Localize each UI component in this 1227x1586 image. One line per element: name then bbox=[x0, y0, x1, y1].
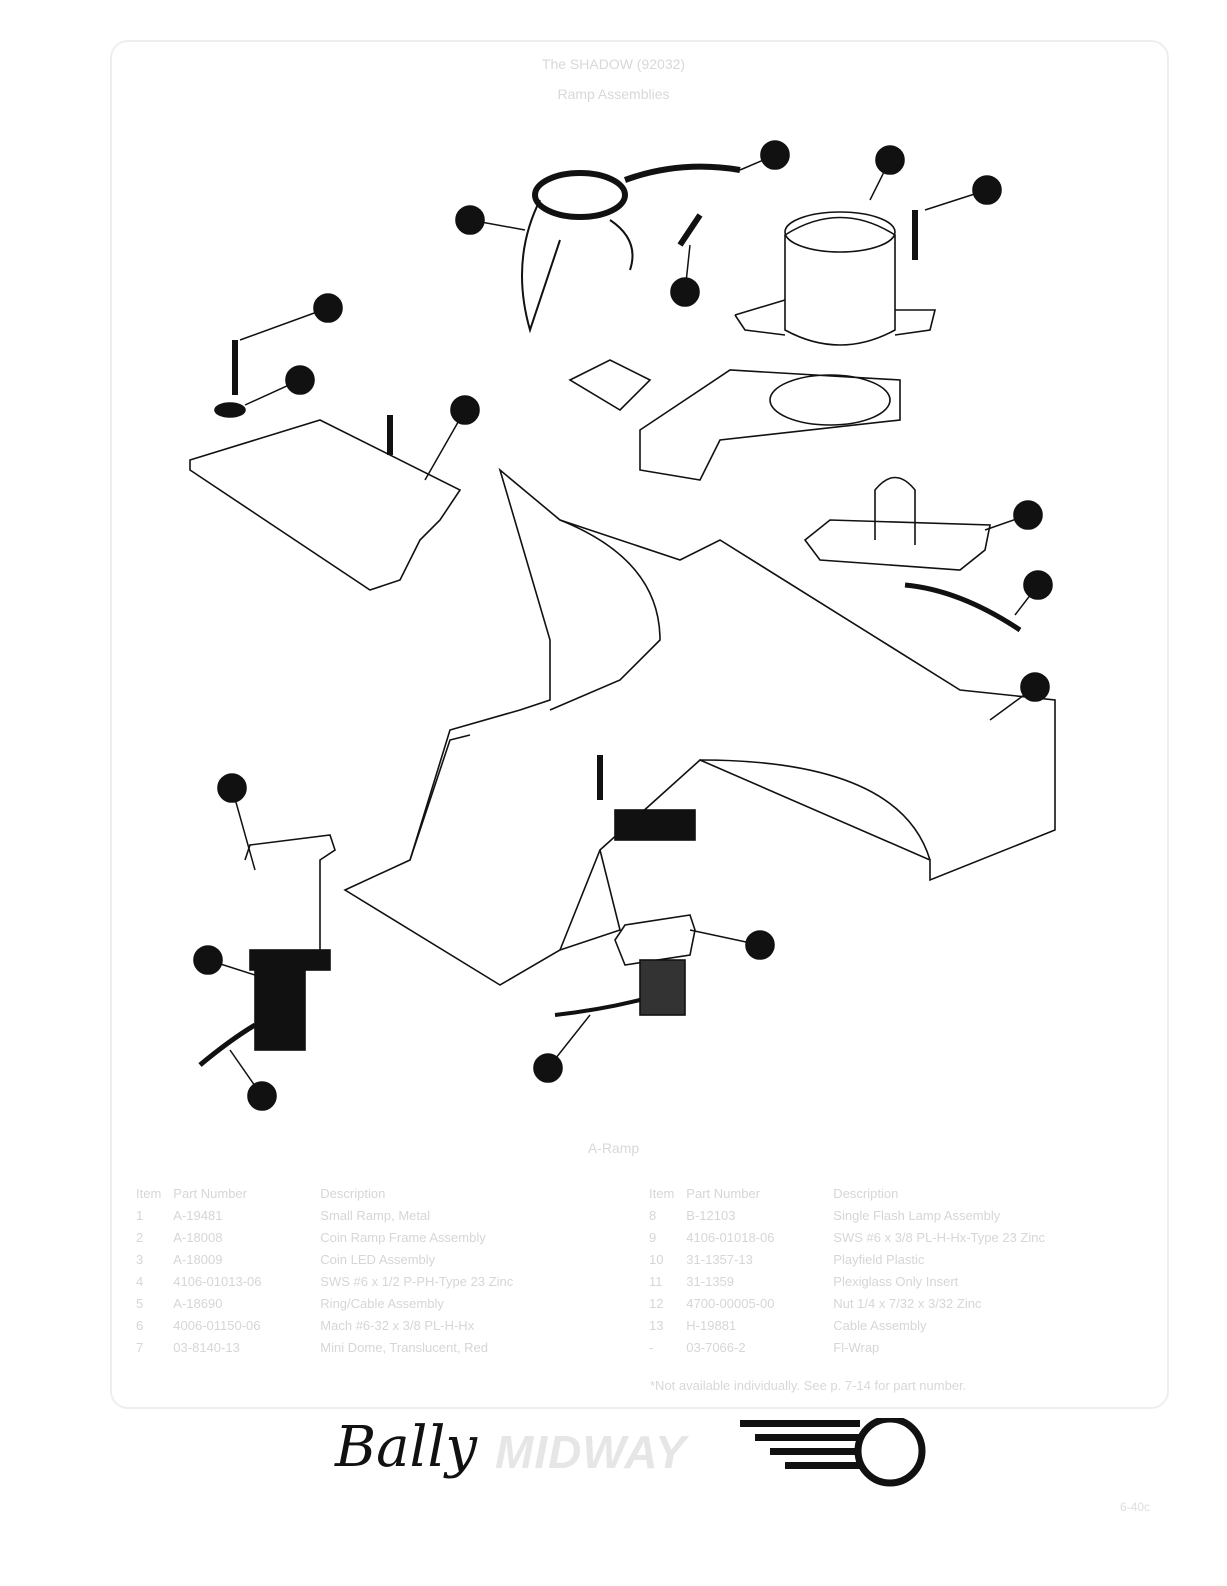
midway-wing-logo-icon bbox=[740, 1418, 926, 1487]
callout-marker bbox=[533, 1053, 563, 1083]
table-row: 9 4106-01018-06 SWS #6 x 3/8 PL-H-Hx-Type … bbox=[643, 1226, 1051, 1248]
table-row: 2 A-18008 Coin Ramp Frame Assembly bbox=[130, 1226, 519, 1248]
page-frame bbox=[110, 40, 1169, 1409]
item: 9 bbox=[649, 1229, 657, 1245]
col-description: Description bbox=[320, 1185, 386, 1201]
table-row: 11 31-1359 Plexiglass Only Insert bbox=[643, 1270, 1051, 1292]
description: Small Ramp, Metal bbox=[320, 1207, 431, 1223]
callout-marker bbox=[745, 930, 775, 960]
ring-cable-assembly bbox=[521, 163, 741, 334]
description: SWS #6 x 1/2 P-PH-Type 23 Zinc bbox=[320, 1273, 514, 1289]
table-row: 3 A-18009 Coin LED Assembly bbox=[130, 1248, 519, 1270]
part-number: 31-1359 bbox=[686, 1273, 735, 1289]
table-row: 4 4106-01013-06 SWS #6 x 1/2 P-PH-Type 23 … bbox=[130, 1270, 519, 1292]
page-subtitle: Ramp Assemblies bbox=[557, 86, 670, 102]
item: 10 bbox=[649, 1251, 664, 1267]
description: Mach #6-32 x 3/8 PL-H-Hx bbox=[320, 1317, 475, 1333]
callout-marker bbox=[1013, 500, 1043, 530]
table-row: 12 4700-00005-00 Nut 1/4 x 7/32 x 3/32 Zin… bbox=[643, 1292, 1051, 1314]
callout-marker bbox=[285, 365, 315, 395]
callout-marker bbox=[875, 145, 905, 175]
table-row: 7 03-8140-13 Mini Dome, Translucent, Red bbox=[130, 1336, 519, 1358]
part-number: 4106-01018-06 bbox=[686, 1229, 775, 1245]
description: Nut 1/4 x 7/32 x 3/32 Zinc bbox=[833, 1295, 982, 1311]
col-part-number: Part Number bbox=[686, 1185, 760, 1201]
switch-left bbox=[198, 834, 336, 1067]
callout-marker bbox=[972, 175, 1002, 205]
description: Mini Dome, Translucent, Red bbox=[320, 1339, 488, 1355]
table-row: 8 B-12103 Single Flash Lamp Assembly bbox=[643, 1204, 1051, 1226]
page-number: 6-40c bbox=[1120, 1500, 1151, 1514]
ramp-body bbox=[343, 359, 1056, 986]
callout-marker bbox=[217, 773, 247, 803]
part-number: A-19481 bbox=[173, 1207, 223, 1223]
callout-marker bbox=[670, 277, 700, 307]
item: - bbox=[649, 1339, 654, 1355]
parts-table-left: Item Part Number Description 1 A-19481 Sma… bbox=[130, 1182, 519, 1358]
item: 4 bbox=[136, 1273, 144, 1289]
description: Single Flash Lamp Assembly bbox=[833, 1207, 1001, 1223]
col-item: Item bbox=[649, 1185, 675, 1201]
callout-marker bbox=[760, 140, 790, 170]
description: Coin Ramp Frame Assembly bbox=[320, 1229, 486, 1245]
item: 12 bbox=[649, 1295, 664, 1311]
footnote: *Not available individually. See p. 7-14… bbox=[650, 1378, 967, 1393]
callout-markers bbox=[193, 140, 1053, 1111]
dome-assembly bbox=[734, 211, 937, 346]
part-number: 03-7066-2 bbox=[686, 1339, 746, 1355]
item: 13 bbox=[649, 1317, 664, 1333]
figure-caption: A-Ramp bbox=[587, 1140, 640, 1156]
part-number: 4006-01150-06 bbox=[173, 1317, 261, 1333]
description: Cable Assembly bbox=[833, 1317, 927, 1333]
part-number: 03-8140-13 bbox=[173, 1339, 240, 1355]
item: 3 bbox=[136, 1251, 144, 1267]
item: 7 bbox=[136, 1339, 144, 1355]
part-number: A-18008 bbox=[173, 1229, 223, 1245]
item: 8 bbox=[649, 1207, 657, 1223]
bally-logo: Bally bbox=[335, 1415, 477, 1480]
description: Fl-Wrap bbox=[833, 1339, 880, 1355]
description: Plexiglass Only Insert bbox=[833, 1273, 959, 1289]
coin-ramp-plate bbox=[189, 419, 462, 591]
part-number: A-18009 bbox=[173, 1251, 223, 1267]
callout-marker bbox=[455, 205, 485, 235]
page-title: The SHADOW (92032) bbox=[541, 56, 686, 72]
exploded-ramp-diagram bbox=[189, 140, 1056, 1111]
description: SWS #6 x 3/8 PL-H-Hx-Type 23 Zinc bbox=[833, 1229, 1045, 1245]
callout-marker bbox=[450, 395, 480, 425]
part-number: 31-1357-13 bbox=[686, 1251, 753, 1267]
item: 2 bbox=[136, 1229, 144, 1245]
table-row: 1 A-19481 Small Ramp, Metal bbox=[130, 1204, 519, 1226]
part-number: B-12103 bbox=[686, 1207, 736, 1223]
table-row: 6 4006-01150-06 Mach #6-32 x 3/8 PL-H-Hx bbox=[130, 1314, 519, 1336]
item: 11 bbox=[649, 1273, 663, 1289]
callout-marker bbox=[193, 945, 223, 975]
col-part-number: Part Number bbox=[173, 1185, 247, 1201]
table-row: 13 H-19881 Cable Assembly bbox=[643, 1314, 1051, 1336]
callout-marker bbox=[313, 293, 343, 323]
part-number: 4700-00005-00 bbox=[686, 1295, 775, 1311]
parts-table-right: Item Part Number Description 8 B-12103 Sin… bbox=[643, 1182, 1051, 1358]
callout-leader bbox=[239, 307, 329, 341]
callout-marker bbox=[1023, 570, 1053, 600]
col-item: Item bbox=[136, 1185, 162, 1201]
table-row: 10 31-1357-13 Playfield Plastic bbox=[643, 1248, 1051, 1270]
flash-lamp-assembly bbox=[803, 476, 1022, 633]
item: 5 bbox=[136, 1295, 144, 1311]
table-row: 5 A-18690 Ring/Cable Assembly bbox=[130, 1292, 519, 1314]
callout-marker bbox=[1020, 672, 1050, 702]
part-number: A-18690 bbox=[173, 1295, 223, 1311]
description: Playfield Plastic bbox=[833, 1251, 925, 1267]
part-number: H-19881 bbox=[686, 1317, 737, 1333]
description: Ring/Cable Assembly bbox=[320, 1295, 444, 1311]
col-description: Description bbox=[833, 1185, 899, 1201]
table-row: - 03-7066-2 Fl-Wrap bbox=[643, 1336, 1051, 1358]
midway-logo: MIDWAY bbox=[495, 1426, 687, 1478]
description: Coin LED Assembly bbox=[320, 1251, 436, 1267]
callout-marker bbox=[247, 1081, 277, 1111]
item: 6 bbox=[136, 1317, 144, 1333]
item: 1 bbox=[136, 1207, 144, 1223]
switch-right bbox=[554, 914, 696, 1017]
part-number: 4106-01013-06 bbox=[173, 1273, 262, 1289]
